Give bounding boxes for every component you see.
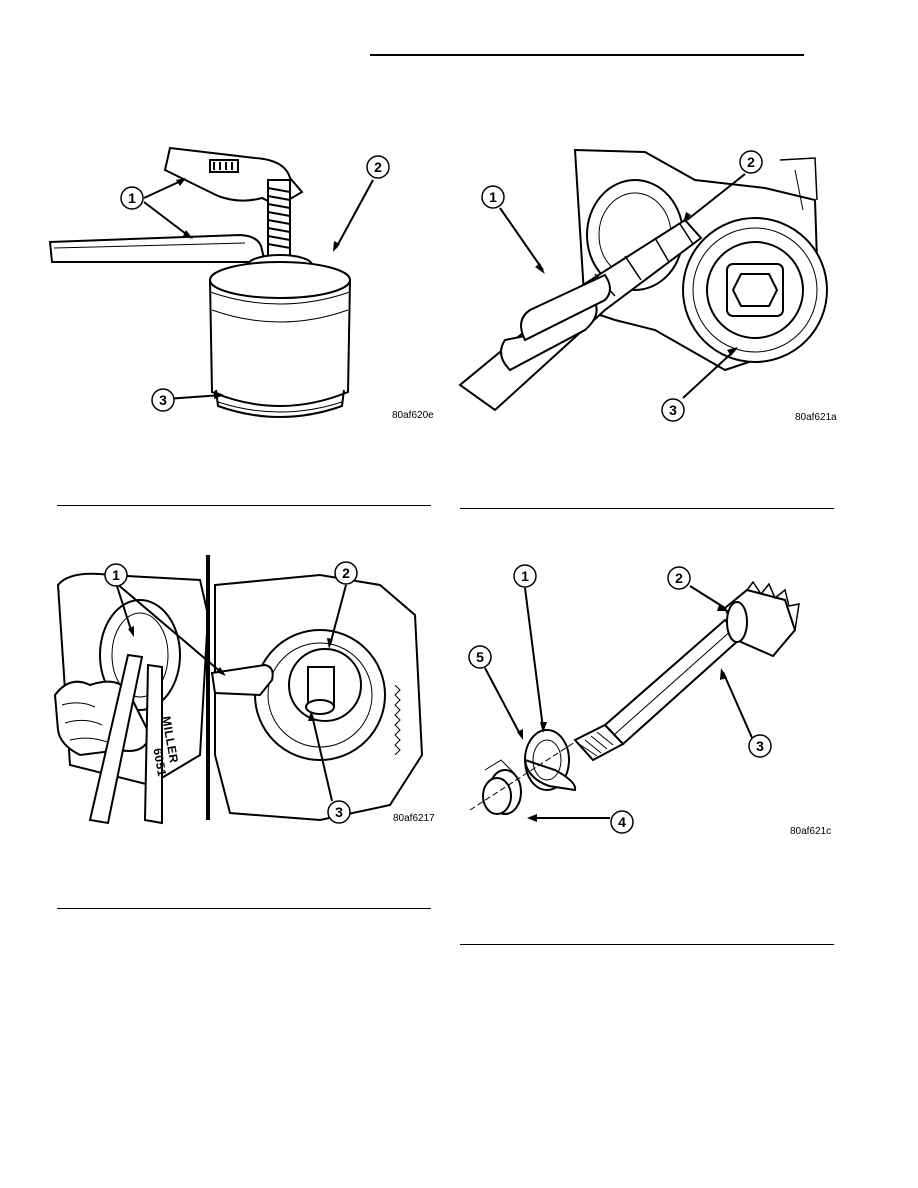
callout-3: 3 [669,402,677,418]
figure-code: 80af621c [790,826,831,837]
figure-code: 80af620e [392,410,434,421]
callout-1: 1 [489,189,497,205]
divider-left-1 [57,505,431,506]
callout-3: 3 [335,804,343,820]
figure-code: 80af6217 [393,813,435,824]
tool-label-number: 6051 [150,747,169,778]
callout-1: 1 [112,567,120,583]
figure-shaft-install: 1 2 3 80af621a [455,140,845,440]
callout-5: 5 [476,649,484,665]
callout-2: 2 [747,154,755,170]
callout-1: 1 [128,190,136,206]
divider-left-2 [57,908,431,909]
callout-2: 2 [342,565,350,581]
callout-2: 2 [675,570,683,586]
callout-1: 1 [521,568,529,584]
figure-shaft-exploded: 1 2 3 4 5 80af621c [455,560,845,840]
header-rule [370,54,804,56]
figure-snap-ring-removal: MILLER 6051 1 2 3 80af6217 [50,555,440,830]
figure-press-tool: 1 2 3 80af620e [40,140,440,440]
callout-3: 3 [159,392,167,408]
figure-code: 80af621a [795,412,837,423]
callout-4: 4 [618,814,626,830]
divider-right-2 [460,944,834,945]
divider-right-1 [460,508,834,509]
callout-3: 3 [756,738,764,754]
callout-2: 2 [374,159,382,175]
